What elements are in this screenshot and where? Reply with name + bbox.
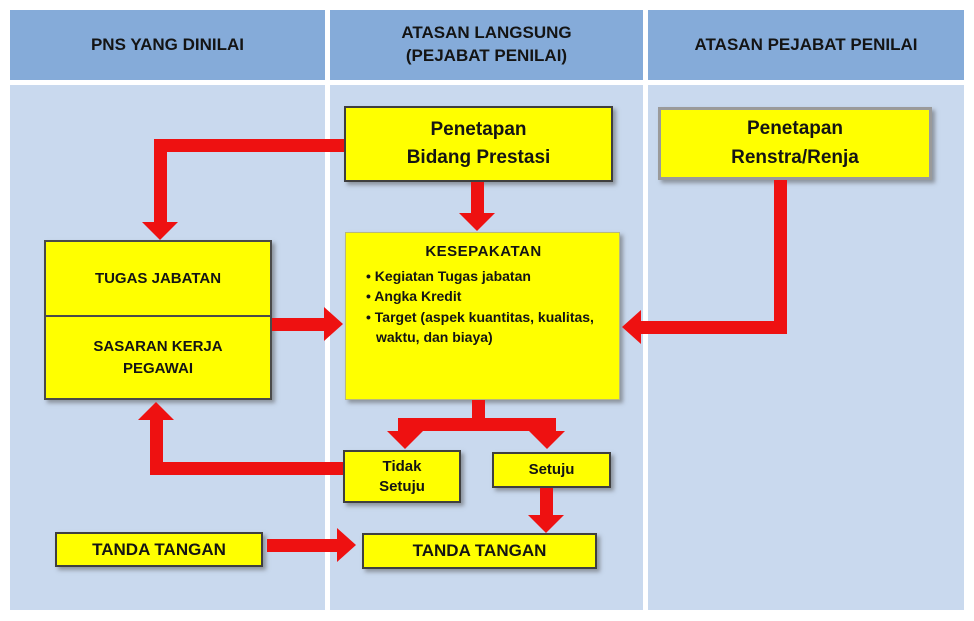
- kesepakatan-bullet-3: Target (aspek kuantitas, kualitas, waktu…: [358, 307, 609, 348]
- arrow-kesepakatan-split-bar: [398, 418, 556, 431]
- penetapan-bidang-line2: Bidang Prestasi: [406, 147, 551, 168]
- column-header-atasan-pejabat: ATASAN PEJABAT PENILAI: [648, 10, 964, 80]
- tidak-setuju-label: Tidak Setuju: [379, 458, 425, 495]
- penetapan-renstra-line2: Renstra/Renja: [731, 146, 859, 168]
- arrow-renstra-to-kesepakatan-hseg: [641, 321, 787, 334]
- arrow-tanda-to-tanda-head-icon: [337, 528, 356, 562]
- box-tidak-setuju: Tidak Setuju: [343, 450, 461, 503]
- column-header-pns: PNS YANG DINILAI: [10, 10, 325, 80]
- arrow-tugas-to-kesepakatan-seg: [272, 318, 324, 331]
- column-header-atasan-pejabat-label: ATASAN PEJABAT PENILAI: [694, 34, 918, 54]
- box-tugas-sasaran: TUGAS JABATAN SASARAN KERJA PEGAWAI: [44, 240, 272, 400]
- kesepakatan-bullet-2: Angka Kredit: [358, 286, 609, 306]
- arrow-bidang-to-tugas-hseg: [160, 139, 344, 152]
- arrow-setuju-to-tanda-tangan-seg: [540, 488, 553, 515]
- tugas-jabatan-label: TUGAS JABATAN: [94, 270, 222, 287]
- box-setuju: Setuju: [492, 452, 611, 488]
- setuju-label: Setuju: [528, 461, 575, 479]
- box-tanda-tangan-pns: TANDA TANGAN: [55, 532, 263, 567]
- tanda-tangan-penilai-label: TANDA TANGAN: [412, 541, 547, 560]
- arrow-tidak-setuju-feedback-head-icon: [138, 402, 174, 420]
- arrow-bidang-to-kesepakatan-head-icon: [459, 213, 495, 231]
- arrow-renstra-to-kesepakatan-head-icon: [622, 310, 641, 344]
- box-tanda-tangan-penilai: TANDA TANGAN: [362, 533, 597, 569]
- box-penetapan-renstra: Penetapan Renstra/Renja: [658, 107, 932, 180]
- column-header-pns-label: PNS YANG DINILAI: [90, 34, 245, 54]
- arrow-renstra-to-kesepakatan-vseg: [774, 180, 787, 334]
- kesepakatan-title: KESEPAKATAN: [425, 243, 542, 260]
- box-tugas-jabatan: TUGAS JABATAN: [46, 242, 270, 317]
- kesepakatan-bullet-list: Kegiatan Tugas jabatan Angka Kredit Targ…: [358, 266, 609, 347]
- arrow-tanda-to-tanda-seg: [267, 539, 337, 552]
- arrow-tidak-setuju-feedback-hseg: [160, 462, 343, 475]
- arrow-bidang-to-tugas-vseg: [154, 139, 167, 222]
- arrow-kesepakatan-split-stub: [472, 400, 485, 420]
- box-kesepakatan: KESEPAKATAN Kegiatan Tugas jabatan Angka…: [345, 232, 620, 400]
- box-sasaran-kerja: SASARAN KERJA PEGAWAI: [46, 317, 270, 398]
- arrow-tugas-to-kesepakatan-head-icon: [324, 307, 343, 341]
- tanda-tangan-pns-label: TANDA TANGAN: [92, 539, 226, 559]
- kesepakatan-bullet-1: Kegiatan Tugas jabatan: [358, 266, 609, 286]
- arrow-setuju-to-tanda-tangan-head-icon: [528, 515, 564, 533]
- arrow-split-to-setuju-head-icon: [529, 431, 565, 449]
- penetapan-renstra-line1: Penetapan: [746, 118, 844, 139]
- arrow-bidang-to-tugas-head-icon: [142, 222, 178, 240]
- penetapan-bidang-line1: Penetapan: [430, 118, 527, 140]
- column-header-atasan-langsung-line2: (PEJABAT PENILAI): [405, 46, 568, 65]
- arrow-tidak-setuju-feedback-vseg: [150, 420, 163, 475]
- sasaran-kerja-label: SASARAN KERJA PEGAWAI: [93, 337, 223, 377]
- column-header-atasan-langsung: ATASAN LANGSUNG (PEJABAT PENILAI): [330, 10, 643, 80]
- column-header-atasan-langsung-line1: ATASAN LANGSUNG: [401, 23, 572, 43]
- arrow-bidang-to-kesepakatan-seg: [471, 182, 484, 213]
- box-penetapan-bidang-prestasi: Penetapan Bidang Prestasi: [344, 106, 613, 182]
- arrow-split-to-tidak-setuju-head-icon: [387, 431, 423, 449]
